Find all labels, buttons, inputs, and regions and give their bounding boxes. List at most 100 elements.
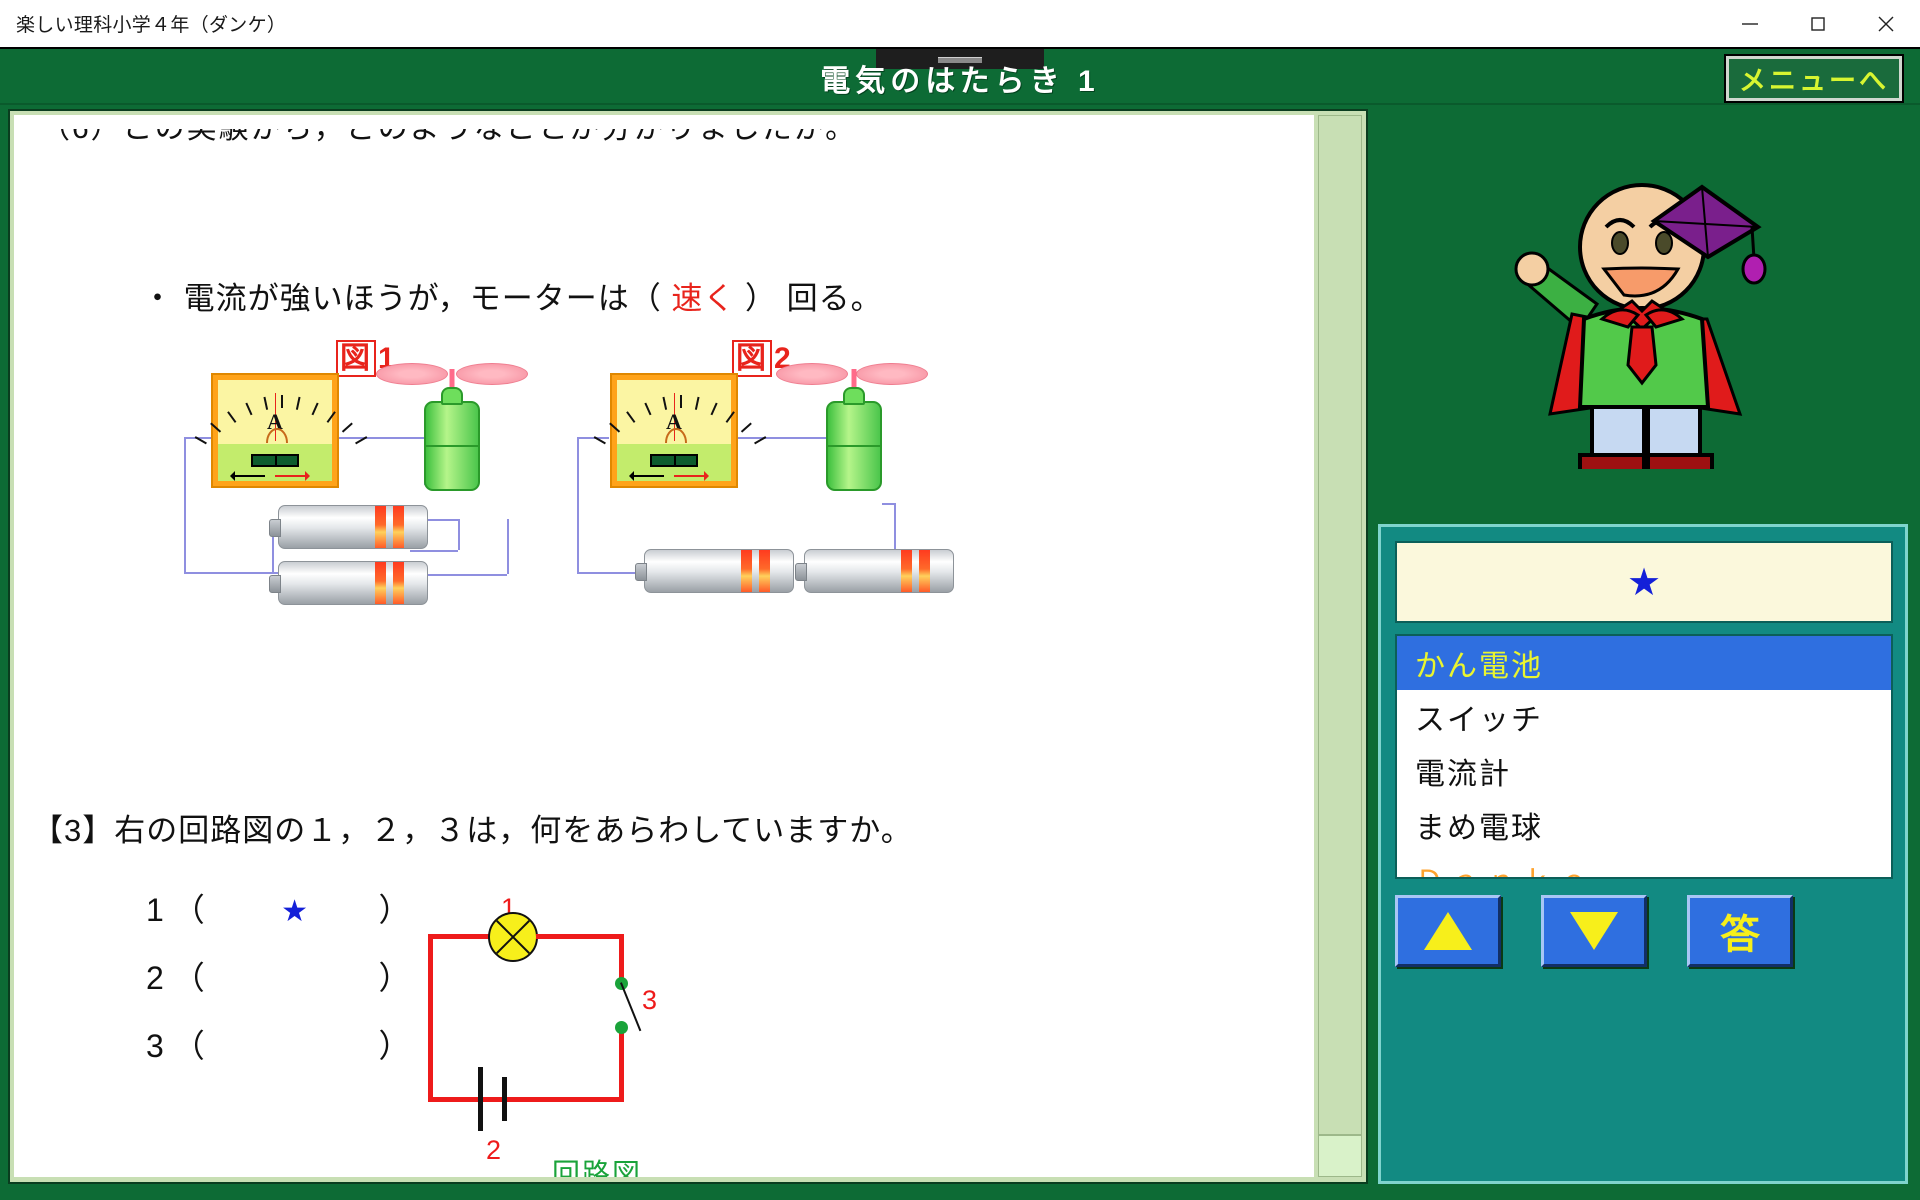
scale-tick — [694, 396, 700, 410]
dry-cell-battery — [269, 505, 428, 549]
choice-label: スイッチ — [1415, 704, 1543, 737]
ammeter-figure-1: A — [194, 373, 368, 488]
propeller-blade — [376, 363, 448, 385]
show-answer-label: 答 — [1720, 913, 1760, 957]
switch-contact-dot — [615, 1021, 628, 1034]
window-controls — [1716, 0, 1920, 47]
choice-item-3[interactable]: まめ電球 — [1397, 798, 1891, 852]
answer-blank-3[interactable]: 3 （ ） — [146, 1021, 411, 1067]
lamp-symbol-icon — [488, 912, 538, 962]
close-button[interactable] — [1852, 0, 1920, 47]
scale-tick — [680, 395, 682, 408]
show-answer-button[interactable]: 答 — [1687, 895, 1793, 967]
body-area: （6）この実験から，どのようなことが分かりましたか。 ・ 電流が強いほうが，モー… — [0, 105, 1920, 1200]
schematic-label-3: 3 — [642, 985, 658, 1015]
scroll-down-button[interactable] — [1541, 895, 1647, 967]
choice-item-1[interactable]: スイッチ — [1397, 690, 1891, 744]
choice-label: まめ電球 — [1415, 812, 1543, 845]
choice-label: かん電池 — [1415, 650, 1543, 683]
blank-close-paren: ） — [378, 1028, 411, 1064]
motor-cap — [441, 387, 463, 405]
battery-symbol-long-plate — [478, 1067, 483, 1131]
minimize-button[interactable] — [1716, 0, 1784, 47]
battery-stripe — [375, 562, 386, 604]
blank-number: 1 — [146, 892, 164, 928]
battery-terminal — [269, 575, 281, 593]
answer-blank-1[interactable]: 1 （ ★ ） — [146, 885, 411, 931]
scroll-up-button[interactable] — [1395, 895, 1501, 967]
propeller-blade — [856, 363, 928, 385]
blank-value: ★ — [281, 895, 309, 928]
wire-segment — [327, 437, 472, 439]
dry-cell-battery — [795, 549, 954, 593]
scale-tick — [662, 396, 668, 410]
propeller-blade — [776, 363, 848, 385]
blank-open-paren: （ — [172, 960, 205, 996]
battery-terminal — [635, 563, 647, 581]
statement-answer: 速く — [671, 281, 736, 316]
propeller-figure-1 — [376, 363, 528, 385]
ammeter-unit-label: A — [267, 409, 283, 434]
schematic-wire-top-right — [536, 934, 624, 939]
wire-segment — [882, 503, 894, 505]
plus-arrow-icon — [674, 471, 709, 481]
motor-figure-2 — [826, 369, 882, 491]
page-title: 電気のはたらき 1 — [820, 65, 1100, 98]
blank-open-paren: （ — [172, 892, 205, 928]
motor-cap — [843, 387, 865, 405]
ammeter-terminal — [251, 454, 299, 467]
ammeter-terminal — [650, 454, 698, 467]
wire-segment — [507, 519, 509, 574]
worksheet-page: （6）この実験から，どのようなことが分かりましたか。 ・ 電流が強いほうが，モー… — [14, 115, 1314, 1177]
window-title-bar: 楽しい理科小学４年（ダンケ） — [0, 0, 1920, 47]
plus-arrow-icon — [275, 471, 310, 481]
choice-item-4[interactable]: Ｄａｎｋｅ — [1397, 852, 1891, 877]
schematic-wire-left — [428, 934, 433, 1102]
battery-terminal — [269, 519, 281, 537]
choice-list[interactable]: かん電池 スイッチ 電流計 まめ電球 Ｄａｎｋｅ — [1395, 634, 1893, 879]
wire-segment — [410, 550, 458, 552]
battery-stripe — [375, 506, 386, 548]
answer-display-value: ★ — [1626, 561, 1662, 604]
ammeter-figure-2: A — [593, 373, 767, 488]
wire-segment — [577, 437, 609, 439]
battery-stripe — [759, 550, 770, 592]
statement-suffix: ） 回る。 — [745, 281, 883, 316]
motor-shaft — [851, 369, 857, 391]
answer-blank-2[interactable]: 2 （ ） — [146, 953, 411, 999]
statement-prefix: ・ 電流が強いほうが，モーターは（ — [142, 281, 662, 316]
blank-number: 2 — [146, 960, 164, 996]
teacher-mascot-icon — [1514, 183, 1767, 469]
go-to-menu-button[interactable]: メニューへ — [1726, 56, 1902, 101]
minus-arrow-icon — [629, 471, 664, 481]
scrollbar-thumb[interactable] — [1318, 115, 1362, 1135]
battery-stripe — [741, 550, 752, 592]
wire-segment — [184, 572, 280, 574]
motor-band — [426, 445, 478, 447]
minus-arrow-icon — [230, 471, 265, 481]
scale-tick — [263, 396, 269, 410]
window-title: 楽しい理科小学４年（ダンケ） — [16, 15, 287, 36]
choice-item-2[interactable]: 電流計 — [1397, 744, 1891, 798]
scrollbar-end-cap[interactable] — [1318, 1135, 1362, 1177]
choice-item-0[interactable]: かん電池 — [1397, 636, 1891, 690]
wire-segment — [577, 437, 579, 572]
app-header: 電気のはたらき 1 メニューへ — [0, 47, 1920, 105]
worksheet-scrollbar[interactable] — [1318, 115, 1362, 1177]
wire-segment — [721, 437, 827, 439]
scale-tick — [740, 422, 752, 433]
statement-line: ・ 電流が強いほうが，モーターは（ 速く ） 回る。 — [142, 273, 883, 318]
maximize-button[interactable] — [1784, 0, 1852, 47]
motor-band — [828, 445, 880, 447]
schematic-wire-right-upper — [619, 934, 624, 984]
wire-segment — [272, 519, 274, 574]
schematic-caption: 回路図 — [552, 1158, 643, 1177]
wire-segment — [410, 574, 507, 576]
needle-pivot-icon — [266, 428, 288, 444]
previous-question-line: （6）この実験から，どのようなことが分かりましたか。 — [40, 115, 858, 145]
battery-stripe — [393, 562, 404, 604]
schematic-wire-bottom — [428, 1097, 624, 1102]
dry-cell-battery — [269, 561, 428, 605]
schematic-label-2: 2 — [486, 1135, 502, 1165]
